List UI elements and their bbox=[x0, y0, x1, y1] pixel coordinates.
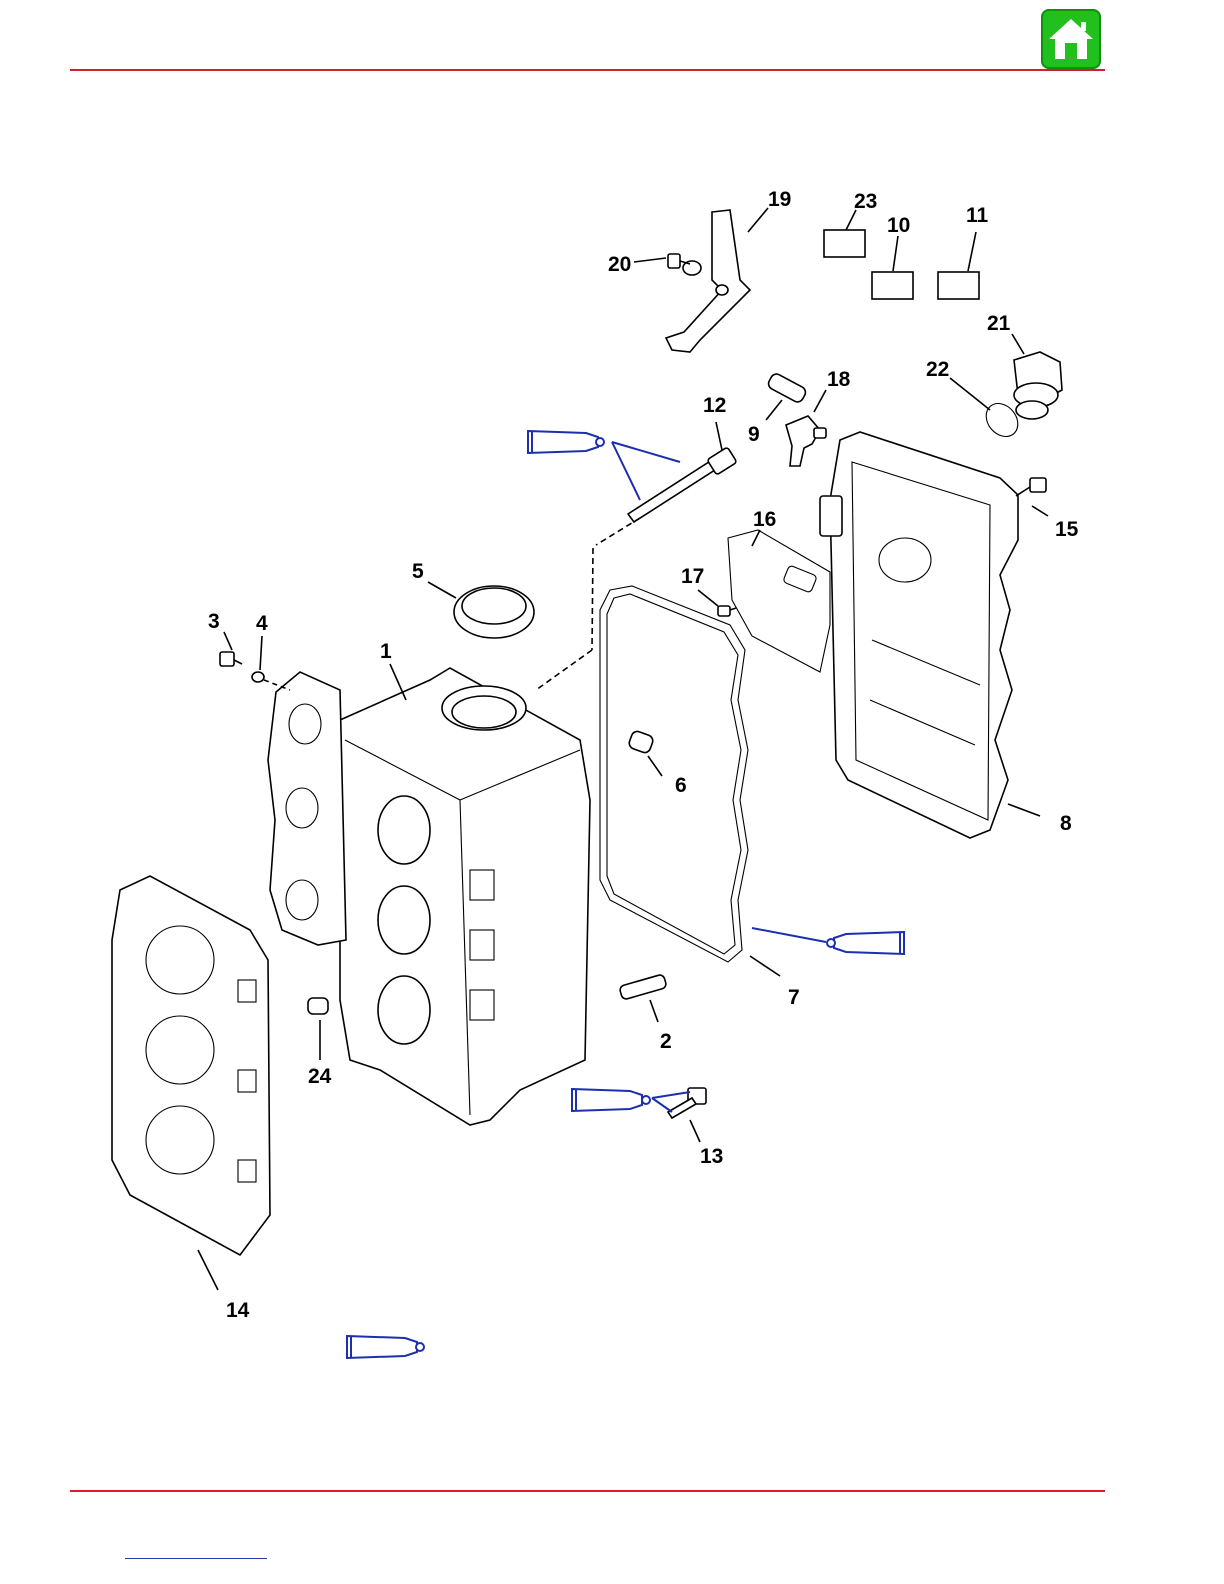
part-3-bolt bbox=[220, 652, 242, 666]
callout-23: 23 bbox=[854, 190, 877, 213]
part-12-bolt bbox=[536, 447, 737, 690]
part-16-plate bbox=[728, 530, 830, 672]
callout-5: 5 bbox=[412, 560, 424, 583]
callout-9: 9 bbox=[748, 423, 760, 446]
callout-16: 16 bbox=[753, 508, 776, 531]
callout-2: 2 bbox=[660, 1030, 672, 1053]
callout-22: 22 bbox=[926, 358, 949, 381]
callout-13: 13 bbox=[700, 1145, 723, 1168]
part-15-bolt bbox=[1016, 478, 1046, 496]
callout-21: 21 bbox=[987, 312, 1011, 335]
part-17-screw bbox=[718, 606, 736, 616]
callout-3: 3 bbox=[208, 610, 220, 633]
callout-12: 12 bbox=[703, 394, 726, 417]
sealant-tube-icon bbox=[528, 431, 604, 453]
sealant-leader bbox=[752, 928, 826, 942]
part-19-bracket bbox=[666, 210, 750, 352]
part-21-plug bbox=[1014, 352, 1062, 419]
part-5-seal bbox=[454, 586, 534, 638]
part-7-gasket bbox=[600, 586, 748, 962]
callout-8: 8 bbox=[1060, 812, 1072, 835]
part-4-washer bbox=[252, 672, 264, 682]
sealant-leader bbox=[652, 1098, 672, 1112]
part-14-head-gasket bbox=[112, 876, 270, 1255]
callout-7: 7 bbox=[788, 986, 800, 1009]
callout-4: 4 bbox=[256, 612, 268, 635]
callout-10: 10 bbox=[887, 214, 910, 237]
part-1-cylinder-head bbox=[340, 668, 590, 1125]
sealant-tube-icon bbox=[572, 1089, 650, 1111]
part-10-box bbox=[872, 272, 913, 299]
footer-link-underline[interactable] bbox=[125, 1558, 267, 1559]
part-9-pipe bbox=[766, 372, 807, 404]
callout-6: 6 bbox=[675, 774, 687, 797]
callout-11: 11 bbox=[966, 204, 989, 227]
sealant-tube-icon bbox=[347, 1336, 424, 1358]
part-23-box bbox=[824, 230, 865, 257]
callout-20: 20 bbox=[608, 253, 631, 276]
part-6-dowel bbox=[628, 730, 655, 754]
part-8-cover bbox=[820, 432, 1018, 838]
sealant-leader bbox=[612, 442, 640, 500]
callout-17: 17 bbox=[681, 565, 704, 588]
sealant-tube-icon bbox=[827, 932, 904, 954]
intake-flange bbox=[268, 672, 346, 945]
callout-15: 15 bbox=[1055, 518, 1079, 541]
callout-1: 1 bbox=[380, 640, 392, 663]
part-22-o-ring bbox=[980, 397, 1025, 443]
sealant-leader bbox=[652, 1092, 690, 1098]
footer-rule bbox=[70, 1490, 1105, 1492]
callout-18: 18 bbox=[827, 368, 851, 391]
part-18-elbow bbox=[786, 416, 826, 466]
callout-14: 14 bbox=[226, 1299, 250, 1322]
part-2-pin bbox=[619, 974, 667, 1000]
callout-19: 19 bbox=[768, 188, 791, 211]
sealant-leader bbox=[612, 442, 680, 462]
callout-24: 24 bbox=[308, 1065, 332, 1088]
part-11-box bbox=[938, 272, 979, 299]
part-24-dowel bbox=[308, 998, 328, 1014]
